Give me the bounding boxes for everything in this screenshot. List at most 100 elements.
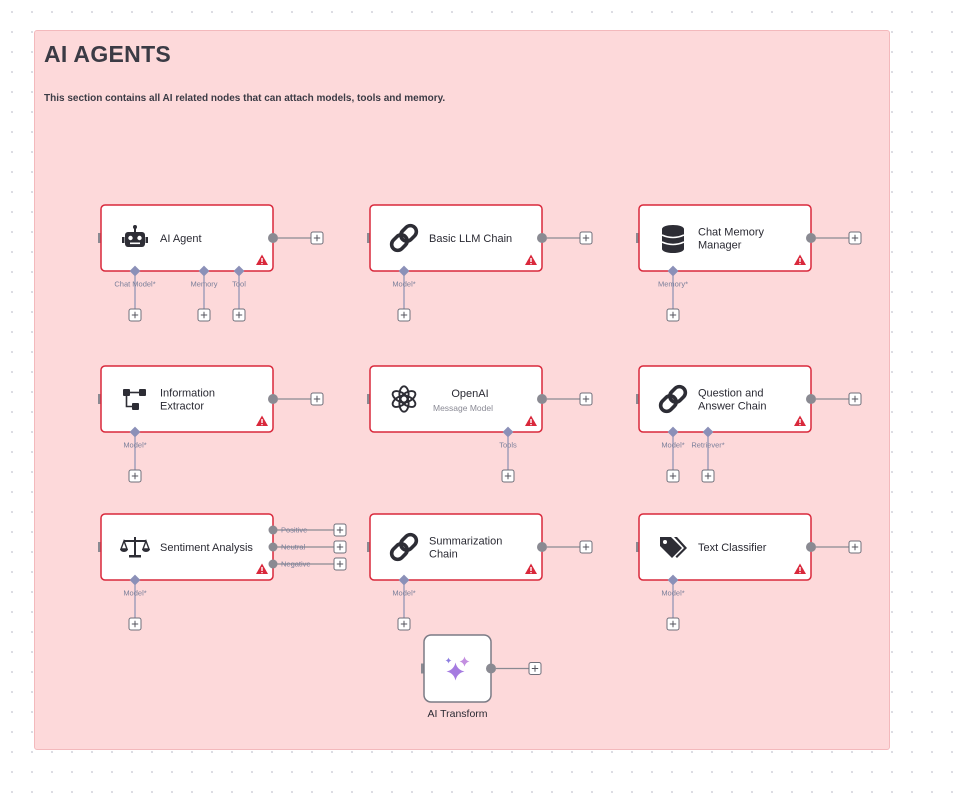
port-label: Model* [123,589,146,598]
node-title: OpenAI [451,388,488,400]
database-icon [661,225,685,253]
add-node-button[interactable] [310,231,324,245]
group-description: This section contains all AI related nod… [44,93,446,104]
main-output[interactable] [268,392,324,406]
add-sub-node-button[interactable] [701,469,715,483]
sub-port-model[interactable]: Model* [123,426,147,483]
output-label: Negative [281,560,311,569]
add-sub-node-button[interactable] [666,469,680,483]
add-output-button[interactable] [333,540,347,554]
add-output-button[interactable] [333,523,347,537]
sub-port-model[interactable]: Model* [392,574,416,631]
warning-icon[interactable] [525,563,537,575]
add-node-button[interactable] [579,231,593,245]
port-label: Model* [661,589,684,598]
main-output[interactable] [486,662,542,675]
node-title: Sentiment Analysis [160,542,253,554]
output-neutral[interactable]: Neutral [268,540,347,554]
add-sub-node-button[interactable] [197,308,211,322]
link-icon [389,532,419,562]
robot-icon [122,225,148,247]
node-title: Manager [698,240,742,252]
link-icon [658,384,688,414]
add-sub-node-button[interactable] [666,617,680,631]
ai-transform-node[interactable]: AI Transform [421,634,542,720]
node-subtitle: Message Model [433,403,493,413]
flow-chart-icon [123,389,146,410]
add-node-button[interactable] [579,392,593,406]
sub-port-memory[interactable]: Memory [190,265,218,322]
add-node-button[interactable] [848,231,862,245]
main-output[interactable] [268,231,324,245]
warning-icon[interactable] [794,415,806,427]
warning-icon[interactable] [794,254,806,266]
main-output[interactable] [806,540,862,554]
node-title: Basic LLM Chain [429,233,512,245]
sub-port-chat model[interactable]: Chat Model* [114,265,156,322]
add-node-button[interactable] [579,540,593,554]
add-node-button[interactable] [848,540,862,554]
main-output[interactable] [537,540,593,554]
link-icon [389,223,419,253]
add-sub-node-button[interactable] [501,469,515,483]
node-title: Answer Chain [698,401,766,413]
warning-icon[interactable] [525,415,537,427]
port-label: Model* [661,441,684,450]
node-title: AI Transform [427,708,487,720]
sub-port-tools[interactable]: Tools [499,426,517,483]
output-positive[interactable]: Positive [268,523,347,537]
node-title: Summarization [429,536,502,548]
warning-icon[interactable] [256,563,268,575]
main-output[interactable] [537,231,593,245]
sentiment-analysis-node[interactable]: Sentiment Analysis PositiveNeutralNegativ… [98,513,347,631]
add-sub-node-button[interactable] [128,308,142,322]
port-label: Chat Model* [114,280,155,289]
output-negative[interactable]: Negative [268,557,347,571]
add-sub-node-button[interactable] [128,469,142,483]
sub-port-memory[interactable]: Memory* [658,265,688,322]
add-sub-node-button[interactable] [666,308,680,322]
main-output[interactable] [806,231,862,245]
warning-icon[interactable] [256,415,268,427]
port-label: Model* [123,441,146,450]
warning-icon[interactable] [256,254,268,266]
add-sub-node-button[interactable] [397,617,411,631]
main-output[interactable] [806,392,862,406]
add-output-button[interactable] [333,557,347,571]
port-label: Memory [190,280,217,289]
add-sub-node-button[interactable] [232,308,246,322]
add-sub-node-button[interactable] [128,617,142,631]
warning-icon[interactable] [525,254,537,266]
port-label: Tool [232,280,246,289]
add-node-button[interactable] [310,392,324,406]
sub-port-tool[interactable]: Tool [232,265,246,322]
main-output[interactable] [537,392,593,406]
warning-icon[interactable] [794,563,806,575]
add-sub-node-button[interactable] [397,308,411,322]
node-title: Text Classifier [698,542,767,554]
node-title: Chain [429,549,458,561]
output-label: Neutral [281,543,306,552]
sub-port-model[interactable]: Model* [392,265,416,322]
node-title: AI Agent [160,233,202,245]
add-node-button[interactable] [528,662,542,675]
port-label: Model* [392,589,415,598]
tag-icon [660,537,687,558]
port-label: Retriever* [691,441,724,450]
port-label: Tools [499,441,517,450]
add-node-button[interactable] [848,392,862,406]
sub-port-model[interactable]: Model* [661,426,685,483]
openai-icon [391,385,417,413]
sub-port-model[interactable]: Model* [123,574,147,631]
sub-port-model[interactable]: Model* [661,574,685,631]
sub-port-retriever[interactable]: Retriever* [691,426,725,483]
